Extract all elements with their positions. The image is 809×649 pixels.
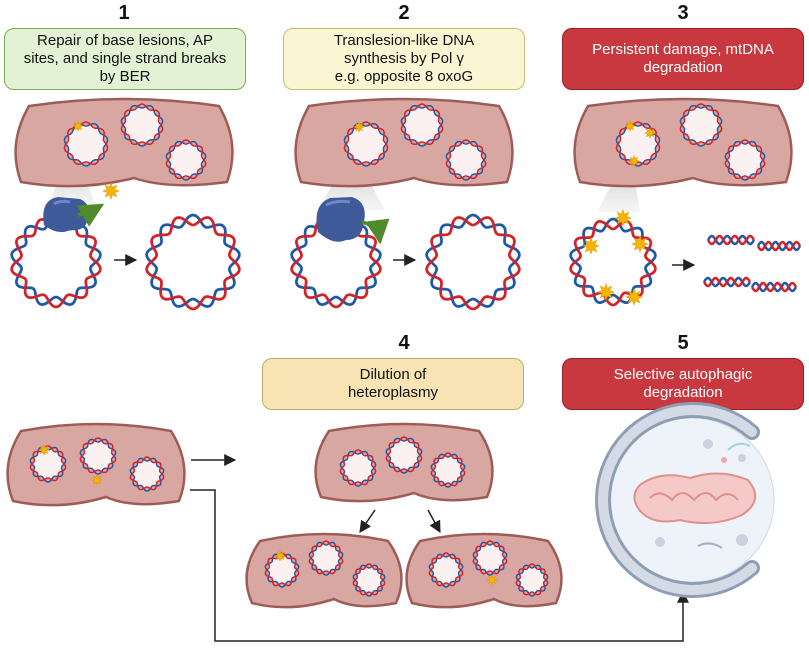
autophagosome [595,402,775,598]
matrix-space [83,441,113,471]
dna-strand-red [679,103,723,146]
dna-strand-red [165,139,207,180]
dna-strand-red [264,552,300,587]
matrix-space [33,449,63,479]
panel-4-number: 4 [398,332,410,354]
fragment-strand-red [702,276,752,288]
panel-5-label-box: Selective autophagic degradation [562,358,804,410]
panel-4-label: Dilution of heteroplasmy [347,366,439,401]
lesion-icon [274,550,286,562]
matrix-space [356,567,382,593]
lesion-icon [102,182,120,200]
dna-strand-red [145,216,241,311]
dna-strand-red [129,456,165,491]
dna-strand-red [615,121,661,165]
lesion-icon [38,444,50,456]
matrix-space [133,460,161,488]
panel-3-label: Persistent damage, mtDNA degradation [592,41,774,76]
lesion-icon [72,120,84,132]
lesion-icon [614,209,632,227]
dna-strand-red [308,540,344,575]
mitochondrion-daughter-right [405,532,563,609]
dna-strand-red [515,563,549,596]
matrix-space [519,567,545,593]
fragment-strand-red [756,240,802,252]
dna-strand-red [120,103,164,146]
mitochondrion-1 [14,97,234,188]
panel-5-number: 5 [677,332,689,354]
dna-strand-red [472,540,508,575]
excision-arrow [76,203,105,227]
matrix-space [169,143,203,177]
mitochondrion-3 [573,97,793,188]
mitochondrion-2 [294,97,514,188]
lesion-icon [631,235,649,253]
panel-1-label: Repair of base lesions, AP sites, and si… [23,32,227,85]
matrix-space [434,456,462,484]
mitochondrion-left [6,422,186,507]
dna-strand-red [430,452,466,487]
matrix-space [449,143,483,177]
lesion-icon [91,474,103,486]
mitochondrion-center [314,422,494,503]
panel-5-label: Selective autophagic degradation [613,366,753,401]
panel-2-label: Translesion-like DNA synthesis by Pol γ … [333,32,475,85]
matrix-space [389,440,419,470]
matrix-space [404,107,440,143]
lesion-icon [624,120,636,132]
dna-strand-red [428,552,464,587]
fragment-strand-red [750,281,798,293]
arrow-to-autophagy [190,489,689,642]
dna-strand-red [425,216,521,311]
matrix-space [67,125,105,163]
pol-gamma-enzyme-icon [316,197,365,242]
panel-2-label-box: Translesion-like DNA synthesis by Pol γ … [283,28,525,90]
panel-3-label-box: Persistent damage, mtDNA degradation [562,28,804,90]
matrix-space [268,556,296,584]
lesion-icon [628,155,640,167]
dna-strand-red [63,121,109,165]
matrix-space [124,107,160,143]
mtdna-fragments [702,234,802,293]
dna-strand-red [29,445,67,482]
panel-2-number: 2 [398,2,410,24]
dna-strand-red [352,563,386,596]
arrow-split-left [359,509,376,533]
lesion-icon [625,288,643,306]
lesion-icon [597,283,615,301]
mitochondrion-daughter-left [245,532,403,609]
lesion-icon [644,127,656,139]
matrix-space [476,544,504,572]
dna-strand-red [445,139,487,180]
lesion-icon [582,237,600,255]
dna-strand-red [79,437,117,474]
dna-strand-red [385,436,423,473]
dna-strand-red [724,139,766,180]
dna-strand-red [343,121,389,165]
matrix-space [347,125,385,163]
panel-4-label-box: Dilution of heteroplasmy [262,358,524,410]
panel-1-number: 1 [118,2,130,24]
matrix-space [312,544,340,572]
matrix-space [343,453,373,483]
panel-1-label-box: Repair of base lesions, AP sites, and si… [4,28,246,90]
fragment-strand-red [706,234,756,246]
dna-strand-red [400,103,444,146]
lesion-icon [353,121,365,133]
matrix-space [683,107,719,143]
dna-strand-red [339,449,377,486]
panel-3-number: 3 [677,2,689,24]
synthesis-arrow [361,218,390,245]
arrow-split-right [427,509,441,534]
matrix-space [728,143,762,177]
lesion-icon [486,574,498,586]
matrix-space [432,556,460,584]
